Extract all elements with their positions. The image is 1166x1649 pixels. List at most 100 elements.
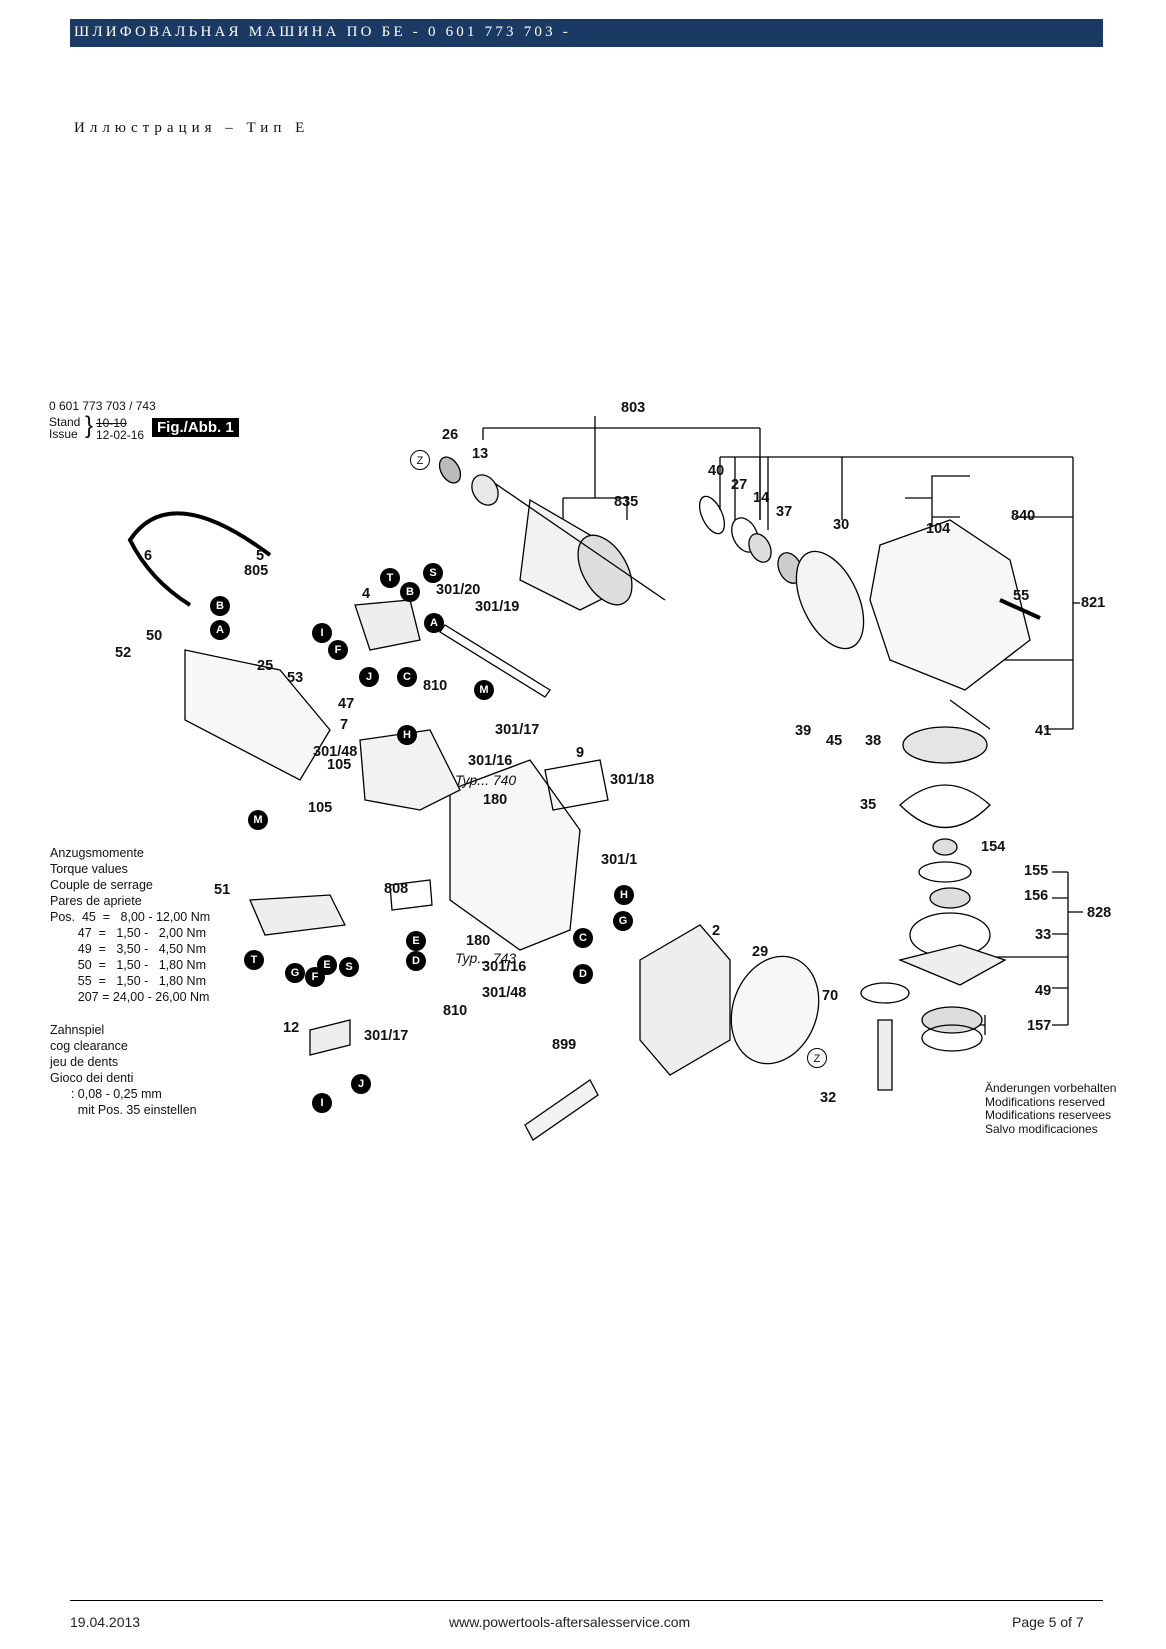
part-number-label: 33 — [1035, 927, 1052, 943]
part-number-label: 810 — [443, 1003, 468, 1019]
part-number-label: 104 — [926, 521, 951, 537]
part-number-label: 26 — [442, 427, 459, 443]
part-number-label: 899 — [552, 1037, 577, 1053]
wire-connector-marker: M — [474, 680, 494, 700]
part-number-label: 14 — [753, 490, 770, 506]
drawing-number: 0 601 773 703 / 743 — [49, 399, 156, 413]
wire-connector-marker: B — [400, 582, 420, 602]
wire-connector-marker: H — [614, 885, 634, 905]
part-number-label: 105 — [308, 800, 333, 816]
part-number-label: 12 — [283, 1020, 300, 1036]
footer-page: Page 5 of 7 — [1012, 1614, 1084, 1630]
wire-connector-marker: E — [406, 931, 426, 951]
part-number-label: 301/18 — [610, 772, 655, 788]
stand-issue-labels: Stand Issue — [49, 415, 81, 441]
wire-connector-marker: G — [285, 963, 305, 983]
part-number-label: 5 — [256, 548, 265, 564]
z-reference-marker: Z — [410, 450, 430, 470]
part-number-label: 50 — [146, 628, 163, 644]
part-number-label: 805 — [244, 563, 269, 579]
type-variant-label: Typ... 743 — [455, 950, 517, 966]
part-number-label: 41 — [1035, 723, 1052, 739]
footer-url[interactable]: www.powertools-aftersalesservice.com — [449, 1614, 691, 1630]
wire-connector-marker: C — [573, 928, 593, 948]
part-number-label: 25 — [257, 658, 274, 674]
part-number-label: 47 — [338, 696, 355, 712]
part-number-label: 301/48 — [482, 985, 527, 1001]
part-number-label: 2 — [712, 923, 721, 939]
modifications-note: Änderungen vorbehalten Modifications res… — [985, 1081, 1117, 1136]
part-number-label: 105 — [327, 757, 352, 773]
part-number-label: 30 — [833, 517, 850, 533]
part-number-label: 301/17 — [364, 1028, 409, 1044]
illustration-subtitle: Иллюстрация – Тип E — [74, 120, 310, 136]
part-number-label: 55 — [1013, 588, 1030, 604]
header-bar — [70, 19, 1103, 47]
issue-date: 12-02-16 — [96, 428, 145, 442]
z-reference-marker: Z — [807, 1048, 827, 1068]
part-number-label: 29 — [752, 944, 769, 960]
part-number-label: 51 — [214, 882, 231, 898]
part-number-label: 27 — [731, 477, 748, 493]
part-number-label: 835 — [614, 494, 639, 510]
wire-connector-marker: S — [423, 563, 443, 583]
part-number-label: 40 — [708, 463, 725, 479]
part-number-label: 301/20 — [436, 582, 481, 598]
part-number-label: 32 — [820, 1090, 837, 1106]
part-number-label: 821 — [1081, 595, 1106, 611]
part-number-label: 4 — [362, 586, 371, 602]
page-title: ШЛИФОВАЛЬНАЯ МАШИНА ПО БЕ - 0 601 773 70… — [74, 24, 571, 40]
type-variant-label: Typ... 740 — [455, 772, 517, 788]
part-number-label: 810 — [423, 678, 448, 694]
wire-connector-marker: A — [210, 620, 230, 640]
brace-icon: } — [85, 412, 94, 439]
part-number-label: 840 — [1011, 508, 1036, 524]
part-number-label: 156 — [1024, 888, 1049, 904]
armature-shape — [489, 479, 666, 611]
wire-connector-marker: E — [317, 955, 337, 975]
part-number-label: 180 — [466, 933, 491, 949]
wire-connector-marker: D — [573, 964, 593, 984]
wire-connector-marker: B — [210, 596, 230, 616]
part-number-label: 301/16 — [482, 959, 527, 975]
part-number-label: 808 — [384, 881, 409, 897]
wire-connector-marker: I — [312, 1093, 332, 1113]
wire-connector-marker: T — [244, 950, 264, 970]
part-number-label: 301/16 — [468, 753, 513, 769]
wire-connector-marker: H — [397, 725, 417, 745]
part-number-label: 301/19 — [475, 599, 520, 615]
part-number-label: 13 — [472, 446, 489, 462]
wire-connector-marker: J — [351, 1074, 371, 1094]
torque-values-note: Anzugsmomente Torque values Couple de se… — [50, 846, 211, 1004]
part-number-label: 6 — [144, 548, 153, 564]
part-number-label: 70 — [822, 988, 839, 1004]
figure-badge: Fig./Abb. 1 — [152, 418, 239, 437]
part-number-label: 38 — [865, 733, 882, 749]
part-number-label: 35 — [860, 797, 877, 813]
part-number-label: 157 — [1027, 1018, 1052, 1034]
footer-divider — [70, 1600, 1103, 1601]
part-number-label: 803 — [621, 400, 646, 416]
part-number-label: 52 — [115, 645, 132, 661]
part-number-label: 49 — [1035, 983, 1052, 999]
cog-clearance-note: Zahnspiel cog clearance jeu de dents Gio… — [50, 1023, 197, 1117]
stand-date-struck: 10-10 — [96, 416, 127, 430]
wire-connector-marker: I — [312, 623, 332, 643]
part-number-label: 39 — [795, 723, 812, 739]
footer-date: 19.04.2013 — [70, 1614, 141, 1630]
wire-connector-marker: D — [406, 951, 426, 971]
part-number-label: 301/1 — [601, 852, 638, 868]
wire-connector-marker: T — [380, 568, 400, 588]
part-number-label: 37 — [776, 504, 793, 520]
part-number-label: 828 — [1087, 905, 1112, 921]
wire-connector-marker: J — [359, 667, 379, 687]
part-number-label: 155 — [1024, 863, 1049, 879]
wire-connector-marker: M — [248, 810, 268, 830]
part-number-label: 53 — [287, 670, 304, 686]
part-number-label: 301/48 — [313, 744, 358, 760]
part-number-label: 45 — [826, 733, 843, 749]
wire-connector-marker: C — [397, 667, 417, 687]
part-number-label: 154 — [981, 839, 1006, 855]
wire-connector-marker: A — [424, 613, 444, 633]
